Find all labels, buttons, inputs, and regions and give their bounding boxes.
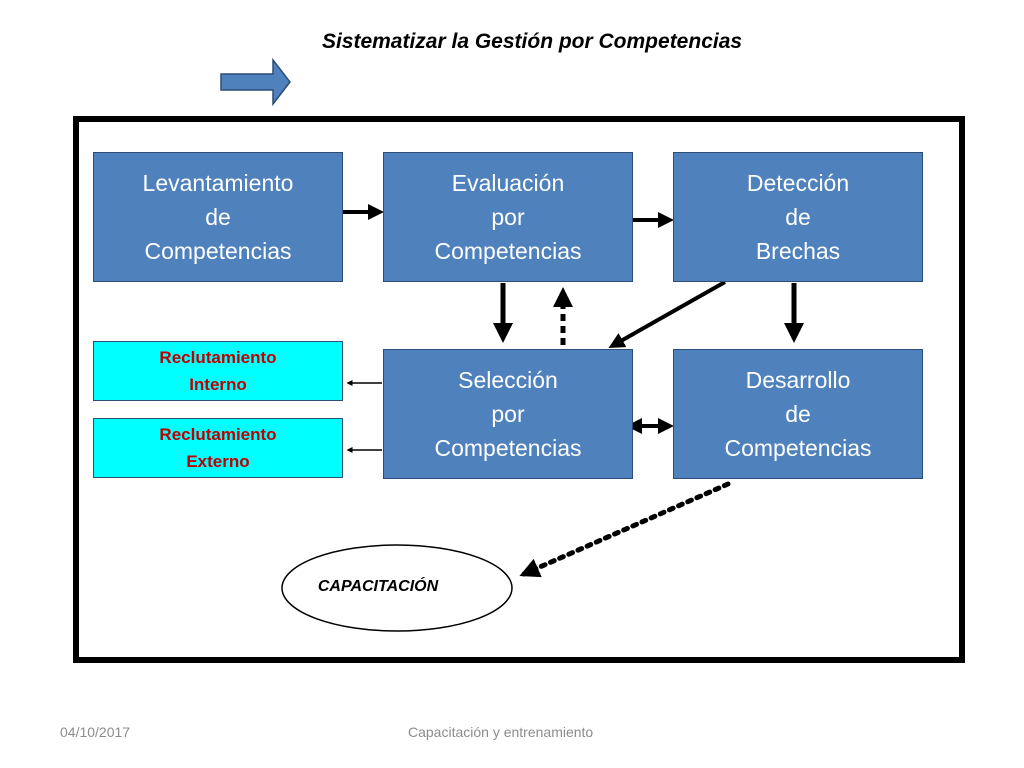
reclutamiento-interno-line-2: Interno	[189, 375, 247, 394]
box-levantamiento-line-1: Levantamiento	[142, 170, 294, 196]
slide-title: Sistematizar la Gestión por Competencias	[321, 30, 743, 53]
box-levantamiento-line-3: Competencias	[144, 238, 292, 264]
reclutamiento-externo-line-1: Reclutamiento	[159, 425, 277, 444]
capacitacion-label: CAPACITACIÓN	[317, 578, 439, 595]
box-desarrollo-line-3: Competencias	[724, 435, 872, 461]
box-seleccion-line-2: por	[491, 401, 525, 427]
footer-caption: Capacitación y entrenamiento	[408, 724, 594, 740]
box-seleccion-line-3: Competencias	[434, 435, 582, 461]
box-levantamiento-line-2: de	[205, 204, 231, 230]
arrow-deteccion-seleccion	[608, 280, 726, 348]
box-desarrollo-line-1: Desarrollo	[745, 367, 851, 393]
box-seleccion-line-1: Selección	[458, 367, 558, 393]
box-desarrollo: Desarrollo de Competencias	[673, 349, 923, 479]
box-deteccion-line-3: Brechas	[755, 238, 841, 264]
diagram-frame	[73, 116, 965, 663]
reclutamiento-interno-line-1: Reclutamiento	[159, 348, 277, 367]
capacitacion-ellipse	[281, 544, 513, 632]
box-seleccion: Selección por Competencias	[383, 349, 633, 479]
box-evaluacion-line-2: por	[491, 204, 525, 230]
box-desarrollo-line-2: de	[785, 401, 811, 427]
block-arrow-right-icon	[220, 57, 291, 107]
arrow-desarrollo-capacitacion-dotted	[519, 481, 731, 578]
box-evaluacion-line-3: Competencias	[434, 238, 582, 264]
box-deteccion: Detección de Brechas	[673, 152, 923, 282]
box-levantamiento: Levantamiento de Competencias	[93, 152, 343, 282]
footer-date: 04/10/2017	[60, 724, 131, 740]
box-evaluacion-line-1: Evaluación	[451, 170, 565, 196]
box-deteccion-line-2: de	[785, 204, 811, 230]
box-deteccion-line-1: Detección	[746, 170, 850, 196]
reclutamiento-externo-line-2: Externo	[186, 452, 250, 471]
box-reclutamiento-interno: Reclutamiento Interno	[93, 341, 343, 401]
box-evaluacion: Evaluación por Competencias	[383, 152, 633, 282]
box-reclutamiento-externo: Reclutamiento Externo	[93, 418, 343, 478]
